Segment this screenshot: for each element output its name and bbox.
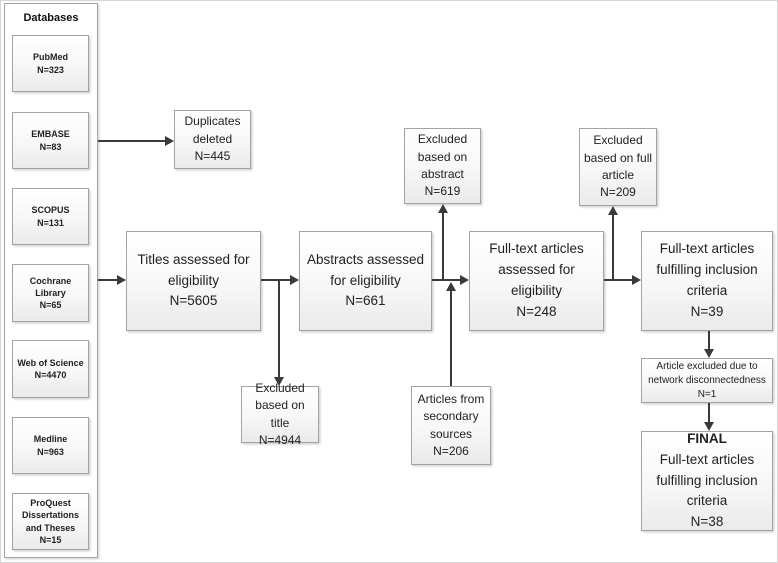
excluded-title-count: N=4944: [258, 432, 302, 447]
databases-panel-title: Databases: [23, 12, 79, 24]
abstracts-assessed-box: Abstracts assessed for eligibility N=661: [299, 231, 432, 331]
fulltext-assessed-box: Full-text articles assessed for eligibil…: [469, 231, 604, 331]
connector-fulfilling-to-network: [708, 331, 710, 349]
database-box-pubmed: PubMed N=323: [12, 35, 89, 92]
secondary-sources-box: Articles from secondary sources N=206: [411, 386, 491, 465]
titles-assessed-box: Titles assessed for eligibility N=5605: [126, 231, 261, 331]
excluded-full-article-box: Excluded based on full article N=209: [579, 128, 657, 206]
abstracts-assessed-count: N=661: [345, 293, 386, 309]
excluded-abstract-label: Excluded based on abstract: [417, 132, 468, 181]
database-box-embase: EMBASE N=83: [12, 112, 89, 169]
connector-databases-to-duplicates: [98, 140, 165, 142]
excluded-title-box: Excluded based on title N=4944: [241, 381, 319, 447]
connector-fulltext-to-fulfilling: [604, 279, 632, 281]
database-label: SCOPUS: [31, 205, 70, 216]
database-box-proquest: ProQuest Dissertations and Theses N=15: [12, 493, 89, 550]
connector-secondary-sources-to-flow: [450, 291, 452, 386]
fulltext-fulfilling-box: Full-text articles fulfilling inclusion …: [641, 231, 773, 331]
connector-databases-to-titles: [98, 279, 117, 281]
fulltext-assessed-count: N=248: [516, 303, 557, 319]
database-count: N=83: [39, 141, 62, 152]
arrowhead-titles-to-excluded-title: [274, 377, 284, 386]
arrowhead-titles-to-abstracts: [290, 275, 299, 285]
database-box-scopus: SCOPUS N=131: [12, 188, 89, 245]
arrowhead-abstracts-to-fulltext: [460, 275, 469, 285]
database-box-web-of-science: Web of Science N=4470: [12, 340, 89, 398]
arrowhead-databases-to-titles: [117, 275, 126, 285]
excluded-abstract-box: Excluded based on abstract N=619: [404, 128, 481, 204]
database-count: N=323: [37, 64, 64, 75]
connector-titles-to-abstracts: [261, 279, 290, 281]
connector-fulltext-to-excluded-full: [612, 215, 614, 280]
fulltext-fulfilling-count: N=39: [690, 303, 724, 319]
arrowhead-databases-to-duplicates: [165, 136, 174, 146]
database-label: Medline: [33, 434, 68, 445]
database-label: EMBASE: [31, 129, 70, 140]
network-excluded-count: N=1: [697, 388, 717, 400]
database-count: N=131: [37, 217, 64, 228]
titles-assessed-count: N=5605: [169, 293, 218, 309]
database-count: N=65: [39, 300, 62, 311]
database-label: Web of Science: [17, 357, 84, 368]
secondary-sources-label: Articles from secondary sources: [417, 391, 485, 441]
network-excluded-box: Article excluded due to network disconne…: [641, 358, 773, 403]
excluded-title-label: Excluded based on title: [255, 380, 305, 430]
duplicates-deleted-count: N=445: [194, 149, 231, 164]
excluded-full-article-label: Excluded based on full article: [583, 133, 653, 182]
arrowhead-abstracts-to-excluded-abstract: [438, 204, 448, 213]
arrowhead-fulltext-to-excluded-full: [608, 206, 618, 215]
arrowhead-fulfilling-to-network: [704, 349, 714, 358]
connector-network-to-final: [708, 403, 710, 422]
fulltext-fulfilling-label: Full-text articles fulfilling inclusion …: [656, 241, 758, 298]
connector-abstracts-to-fulltext: [432, 279, 460, 281]
abstracts-assessed-label: Abstracts assessed for eligibility: [306, 251, 425, 288]
connector-titles-to-excluded-title: [278, 280, 280, 377]
databases-panel: Databases PubMed N=323 EMBASE N=83 SCOPU…: [4, 3, 98, 558]
database-box-cochrane: Cochrane Library N=65: [12, 264, 89, 322]
database-label: PubMed: [33, 52, 68, 63]
arrowhead-secondary-sources-to-flow: [446, 282, 456, 291]
arrowhead-network-to-final: [704, 422, 714, 431]
database-count: N=15: [39, 534, 62, 545]
final-count: N=38: [690, 514, 724, 530]
connector-abstracts-to-excluded-abstract: [442, 212, 444, 280]
arrowhead-fulltext-to-fulfilling: [632, 275, 641, 285]
database-count: N=4470: [34, 370, 67, 380]
duplicates-deleted-box: Duplicates deleted N=445: [174, 110, 251, 169]
final-heading: FINAL: [687, 430, 727, 446]
database-count: N=963: [37, 446, 64, 457]
database-label: Cochrane Library: [29, 275, 72, 298]
duplicates-deleted-label: Duplicates deleted: [184, 114, 241, 146]
database-box-medline: Medline N=963: [12, 417, 89, 474]
final-box: FINAL Full-text articles fulfilling incl…: [641, 431, 773, 531]
network-excluded-label: Article excluded due to network disconne…: [648, 360, 766, 386]
secondary-sources-count: N=206: [433, 443, 469, 458]
final-label: Full-text articles fulfilling inclusion …: [656, 451, 758, 509]
fulltext-assessed-label: Full-text articles assessed for eligibil…: [489, 241, 584, 298]
excluded-abstract-count: N=619: [424, 184, 461, 199]
excluded-full-article-count: N=209: [600, 185, 636, 200]
titles-assessed-label: Titles assessed for eligibility: [137, 251, 250, 288]
database-label: ProQuest Dissertations and Theses: [21, 498, 80, 533]
